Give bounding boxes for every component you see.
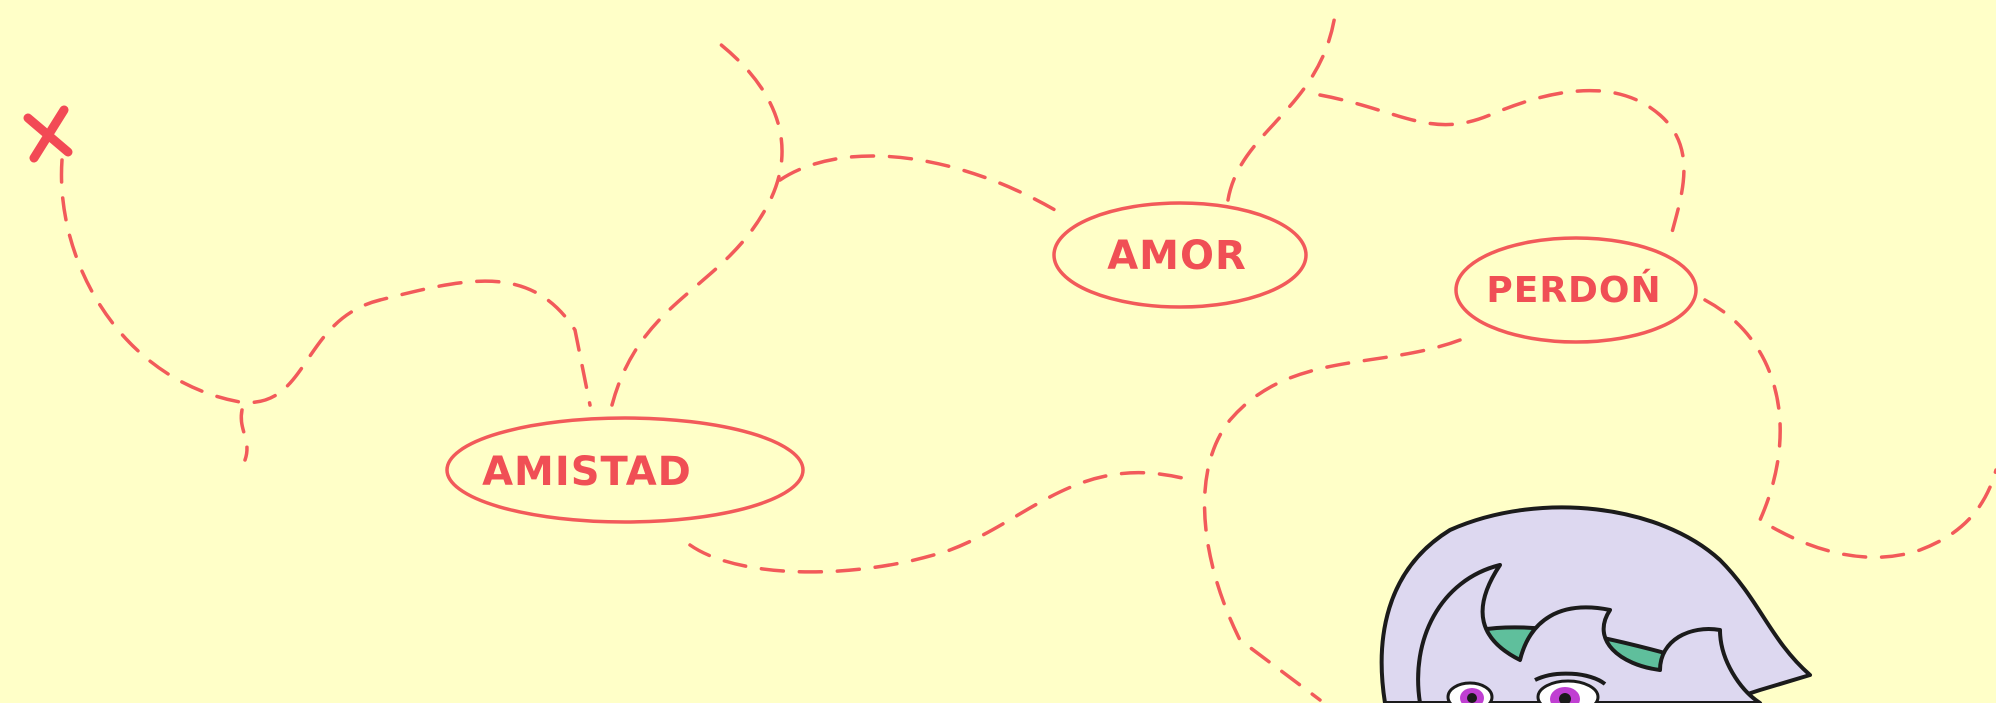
dashed-paths	[59, 13, 1996, 702]
node-perdon: PERDOŃ	[1454, 236, 1698, 344]
node-label-amistad: AMISTAD	[482, 449, 692, 495]
path-amistad-up	[610, 38, 784, 407]
node-oval	[1454, 236, 1698, 344]
path-amor-up	[1226, 13, 1337, 202]
path-left-stub	[239, 408, 249, 462]
lavender-haired-green-skin-character-icon	[1379, 505, 1812, 703]
path-perdon-right	[1703, 298, 1996, 559]
node-amistad: AMISTAD	[445, 416, 805, 524]
node-label-amor: AMOR	[1107, 233, 1247, 279]
node-amor: AMOR	[1052, 201, 1308, 309]
path-start-loop	[59, 158, 592, 407]
node-oval	[1052, 201, 1308, 309]
node-oval	[445, 416, 805, 524]
node-label-perdon: PERDOŃ	[1486, 269, 1661, 311]
path-amistad-amor	[778, 154, 1057, 212]
path-amistad-bottom	[688, 470, 1192, 574]
path-perdon-down	[1202, 338, 1462, 702]
path-amor-perdon	[1318, 88, 1686, 242]
x-mark-icon	[23, 105, 73, 163]
